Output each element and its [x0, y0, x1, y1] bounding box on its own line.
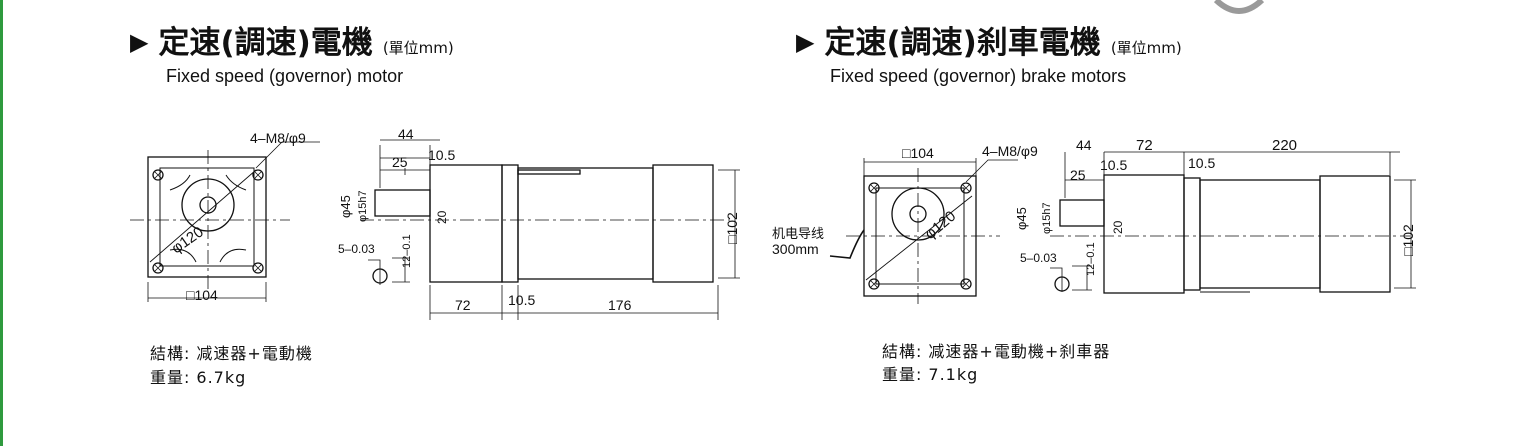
structure-value: 减速器+電動機+刹車器: [928, 342, 1111, 361]
panel-brake-motor: ▶ 定速(調速)刹車電機 (單位mm) Fixed speed (governor)…: [760, 0, 1528, 446]
weight-line: 重量: 6.7kg: [150, 364, 246, 388]
dim-220: 220: [1272, 137, 1297, 154]
structure-line: 結構: 减速器+電動機+刹車器: [882, 338, 1110, 362]
dim-10-5-top: 10.5: [428, 147, 455, 163]
shaft-fit: φ15h7: [1041, 202, 1053, 234]
dim-10-5-b: 10.5: [1188, 155, 1215, 171]
weight-value: 6.7kg: [196, 368, 247, 387]
lead-wire-label: 机电导线: [772, 226, 824, 241]
structure-value: 减速器+電動機: [196, 344, 313, 363]
key-width: 5–0.03: [338, 242, 375, 256]
front-flange: [147, 156, 267, 278]
dim-72: 72: [1136, 137, 1153, 154]
weight-label: 重量:: [150, 368, 191, 387]
shaft-fit: φ15h7: [357, 190, 369, 222]
section-title: ▶ 定速(調速)電機 (單位mm): [130, 24, 454, 66]
motor-dimension-drawing: 4–M8/φ9 φ120 □104 44 25 10.5 φ45 φ15h7 2…: [130, 126, 740, 320]
motor-fan-cover: [652, 164, 714, 283]
length-176: 176: [608, 297, 632, 313]
front-square-dim: □104: [902, 145, 934, 161]
structure-label: 結構:: [150, 344, 191, 363]
section-title: ▶ 定速(調速)刹車電機 (單位mm): [796, 24, 1182, 66]
dim-25: 25: [392, 154, 408, 170]
brake-motor-dimension-drawing: □104 4–M8/φ9 φ120 机电导线 300mm 44 72 220 2…: [772, 137, 1416, 304]
dim-44: 44: [398, 126, 414, 142]
key-height: 12–0.1: [1085, 242, 1097, 276]
brake-cover: [1319, 175, 1391, 293]
structure-label: 結構:: [882, 342, 923, 361]
title-text: 定速(調速)刹車電機: [824, 25, 1101, 61]
bolt-hole-note: 4–M8/φ9: [982, 143, 1038, 159]
bolt-hole-note: 4–M8/φ9: [250, 130, 306, 146]
shaft-diameter: φ45: [1014, 207, 1029, 230]
weight-line: 重量: 7.1kg: [882, 361, 978, 385]
left-edge-bar: [0, 0, 3, 446]
motor-body: [1199, 179, 1321, 289]
motor-body: [517, 167, 654, 280]
key-width: 5–0.03: [1020, 251, 1057, 265]
height-dim: □102: [724, 212, 740, 244]
weight-label: 重量:: [882, 365, 923, 384]
dim-25: 25: [1070, 167, 1086, 183]
dim-10-5-a: 10.5: [1100, 157, 1127, 173]
length-10-5: 10.5: [508, 292, 535, 308]
front-square-dim: □104: [186, 287, 218, 303]
shaft: [1059, 199, 1105, 227]
dim-20: 20: [1111, 220, 1125, 234]
length-72: 72: [455, 297, 471, 313]
unit-note: (單位mm): [382, 39, 454, 57]
shaft: [374, 189, 431, 217]
key-height: 12–0.1: [401, 234, 413, 268]
panel-fixed-speed-motor: ▶ 定速(調速)電機 (單位mm) Fixed speed (governor) m…: [0, 0, 760, 446]
height-dim: □102: [1400, 224, 1416, 256]
flange-diameter: φ120: [922, 208, 960, 243]
triangle-bullet-icon: ▶: [796, 28, 815, 56]
shaft-diameter: φ45: [338, 195, 353, 218]
lead-wire-length: 300mm: [772, 241, 819, 257]
dim-44: 44: [1076, 137, 1092, 153]
section-subtitle: Fixed speed (governor) brake motors: [830, 66, 1127, 86]
dim-20: 20: [435, 210, 449, 224]
triangle-bullet-icon: ▶: [130, 28, 149, 56]
title-text: 定速(調速)電機: [158, 25, 373, 61]
section-subtitle: Fixed speed (governor) motor: [166, 66, 404, 86]
unit-note: (單位mm): [1110, 39, 1182, 57]
structure-line: 結構: 减速器+電動機: [150, 340, 313, 364]
corner-decoration: [1213, 0, 1265, 14]
weight-value: 7.1kg: [928, 365, 979, 384]
